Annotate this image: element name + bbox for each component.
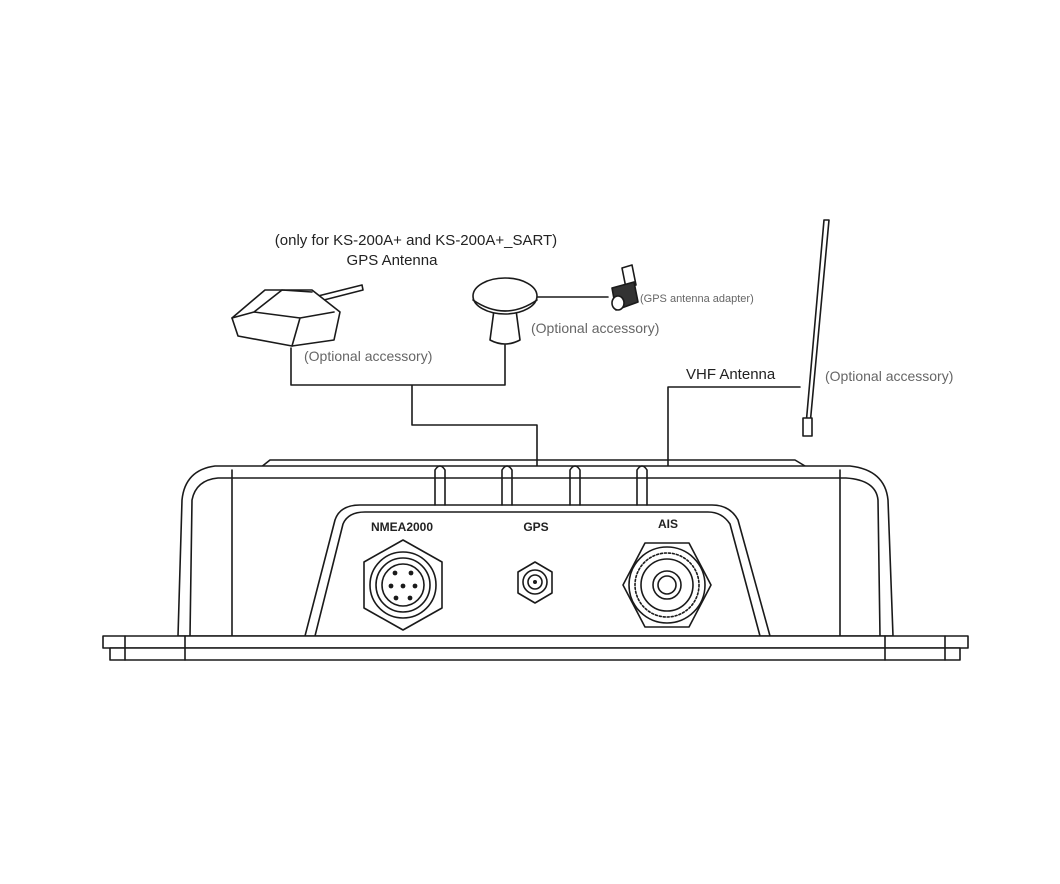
gps-note-label: (only for KS-200A+ and KS-200A+_SART) xyxy=(275,232,557,249)
ais-port-label: AIS xyxy=(658,517,678,531)
gps-adapter-icon xyxy=(611,264,639,311)
ais-vhf-connector-icon xyxy=(622,542,712,628)
optional-puck-label: (Optional accessory) xyxy=(304,348,432,364)
gps-port-label: GPS xyxy=(523,520,548,534)
vhf-antenna-icon xyxy=(802,219,830,437)
puck-gps-antenna-icon xyxy=(231,284,364,347)
optional-vhf-label: (Optional accessory) xyxy=(825,368,953,384)
gps-adapter-label: (GPS antenna adapter) xyxy=(640,293,754,305)
nmea2000-connector-icon xyxy=(363,539,443,631)
optional-mushroom-label: (Optional accessory) xyxy=(531,320,659,336)
mushroom-gps-antenna-icon xyxy=(472,277,538,345)
gps-antenna-label: GPS Antenna xyxy=(347,252,439,269)
ais-transponder-device xyxy=(102,459,969,661)
vhf-antenna-label: VHF Antenna xyxy=(686,366,776,383)
nmea-port-label: NMEA2000 xyxy=(371,520,433,534)
gps-connector-icon xyxy=(517,561,553,604)
